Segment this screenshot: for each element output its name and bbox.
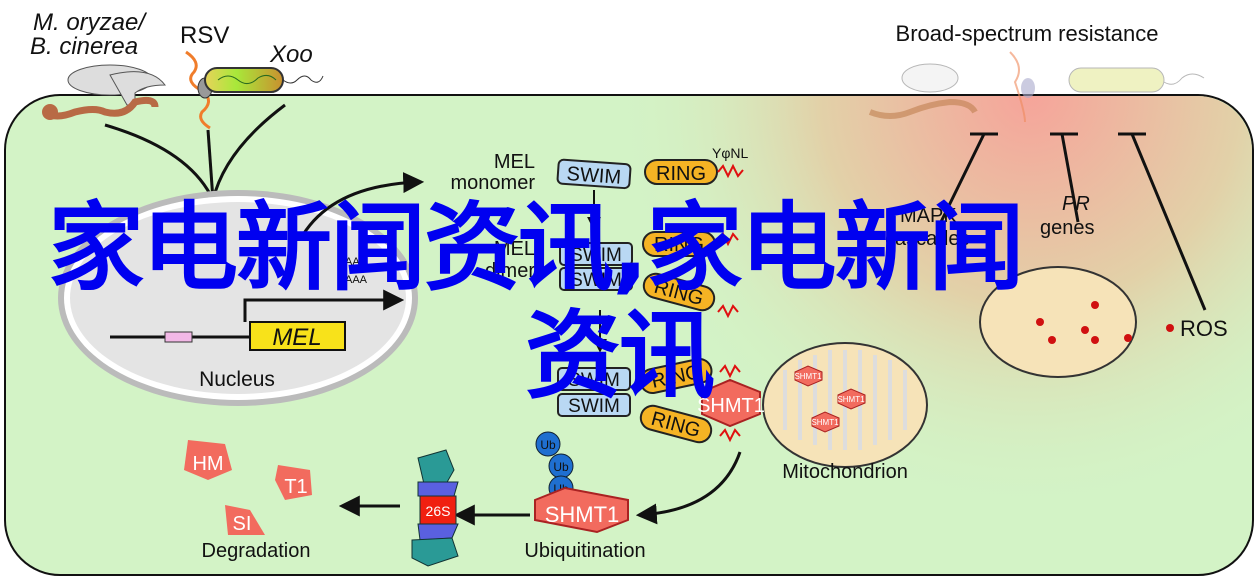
svg-text:T1: T1 bbox=[284, 476, 307, 498]
shmt1-mito-3: SHMT1 bbox=[811, 411, 840, 433]
svg-text:SHMT1: SHMT1 bbox=[837, 395, 865, 404]
nucleus: MEL AAA AAA Nucleus bbox=[58, 190, 418, 406]
svg-text:RING: RING bbox=[656, 163, 706, 185]
mel-dimer-label: MEL bbox=[494, 238, 535, 260]
shmt1-ubiquitinated: SHMT1 bbox=[534, 486, 629, 534]
mel-monomer-label-2: monomer bbox=[451, 172, 536, 194]
nucleus-label: Nucleus bbox=[199, 368, 275, 391]
mitochondrion: SHMT1 SHMT1 SHMT1 bbox=[762, 342, 928, 468]
polya-1: AAA bbox=[345, 256, 368, 268]
fragments: HM T1 SI bbox=[184, 440, 312, 535]
mel-dimer-label-2: dimer bbox=[485, 260, 535, 282]
svg-text:HM: HM bbox=[192, 453, 223, 475]
pr-label: PR bbox=[1062, 193, 1090, 215]
svg-text:SWIM: SWIM bbox=[570, 245, 622, 266]
swim-dimer: SWIM SWIM bbox=[559, 242, 633, 291]
polya-2: AAA bbox=[345, 274, 368, 286]
svg-text:Ub: Ub bbox=[540, 438, 556, 452]
shmt1-mito-1: SHMT1 bbox=[794, 365, 823, 387]
mitochondrion-right bbox=[979, 266, 1137, 378]
fungus-label-2: B. cinerea bbox=[30, 33, 138, 60]
mel-gene-box bbox=[249, 321, 346, 351]
bacterium-label: Xoo bbox=[269, 41, 313, 68]
svg-text:SI: SI bbox=[233, 513, 252, 535]
mitochondrion-label: Mitochondrion bbox=[782, 461, 908, 483]
pathogens-faded-icon bbox=[868, 51, 1205, 123]
ros-label: ROS bbox=[1180, 316, 1228, 341]
svg-text:SWIM: SWIM bbox=[570, 270, 622, 291]
swim-domain: SWIM bbox=[556, 158, 632, 190]
outcome-label: Broad-spectrum resistance bbox=[896, 21, 1159, 46]
svg-text:RING: RING bbox=[654, 234, 704, 256]
fungus-label: M. oryzae/ bbox=[33, 9, 147, 36]
shmt1-mito-2: SHMT1 bbox=[837, 388, 866, 410]
svg-text:SWIM: SWIM bbox=[568, 396, 620, 417]
svg-text:SHMT1: SHMT1 bbox=[794, 372, 822, 381]
watermark-line-1: 家电新闻资讯,家电新闻 bbox=[48, 192, 1024, 304]
mel-gene-label: MEL bbox=[272, 324, 321, 351]
svg-text:SWIM: SWIM bbox=[566, 163, 622, 189]
ubiquitination-label: Ubiquitination bbox=[524, 540, 645, 562]
svg-text:SHMT1: SHMT1 bbox=[697, 395, 765, 417]
mapk-label-2: cascades bbox=[885, 228, 970, 250]
mapk-label: MAPK bbox=[900, 205, 957, 227]
svg-text:26S: 26S bbox=[426, 503, 451, 519]
motif-label: YφNL bbox=[712, 145, 749, 161]
svg-text:SHMT1: SHMT1 bbox=[545, 502, 620, 527]
virus-label: RSV bbox=[180, 22, 229, 49]
degradation-label: Degradation bbox=[202, 540, 311, 562]
mel-monomer-label: MEL bbox=[494, 151, 535, 173]
watermark-line-2: 资讯 bbox=[525, 300, 715, 412]
fungus-icon bbox=[42, 64, 167, 120]
shmt1-complex: SHMT1 bbox=[697, 378, 765, 428]
complex-swim: SWIM SWIM bbox=[557, 367, 631, 417]
proteasome-26s: 26S bbox=[411, 449, 459, 567]
pr-label-2: genes bbox=[1040, 217, 1095, 239]
ring-domain: RING bbox=[644, 159, 718, 185]
svg-text:Ub: Ub bbox=[553, 460, 569, 474]
bacterium-icon bbox=[204, 67, 324, 93]
svg-text:SWIM: SWIM bbox=[568, 370, 620, 391]
svg-text:SHMT1: SHMT1 bbox=[811, 418, 839, 427]
